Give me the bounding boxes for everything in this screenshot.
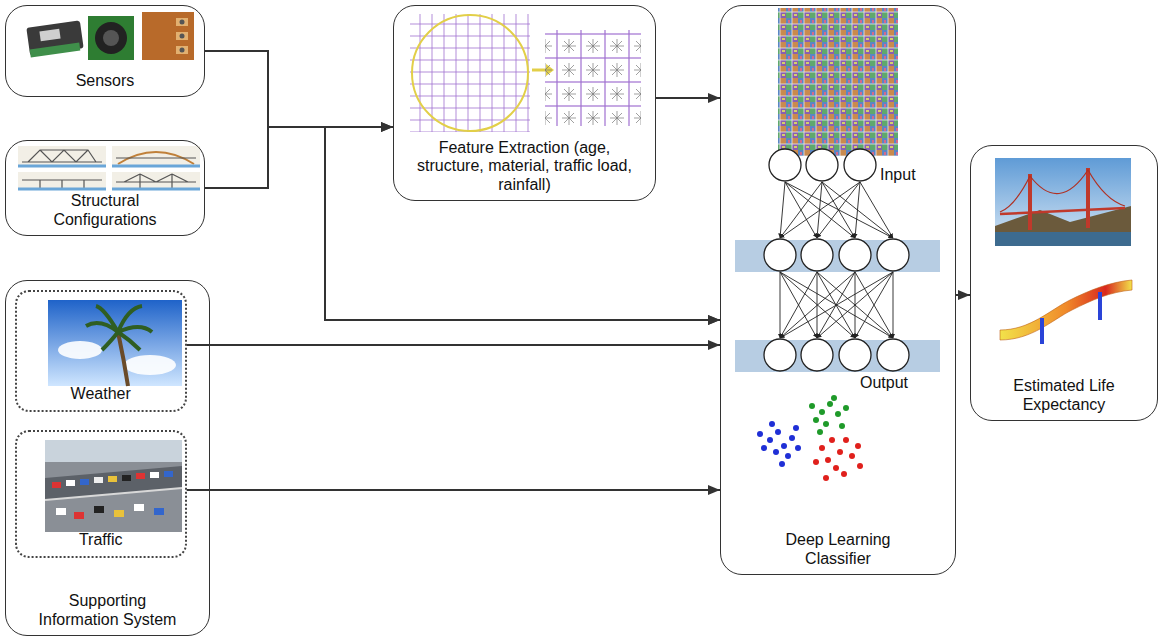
text-block: Supporting Information System xyxy=(28,592,188,629)
bridge-photo xyxy=(995,158,1131,246)
dotted-box: Traffic xyxy=(15,430,187,558)
box-label: Structural Configurations xyxy=(40,192,170,229)
sensor-devices xyxy=(26,12,194,60)
text-block: Traffic xyxy=(79,531,123,549)
box-label: Traffic xyxy=(79,531,123,549)
layer-label: Output xyxy=(860,374,908,392)
box-label: Deep Learning Classifier xyxy=(773,531,903,568)
box-label: Supporting Information System xyxy=(28,592,188,629)
feature-grid xyxy=(410,14,641,132)
arrow-connector xyxy=(205,127,393,188)
box-label: Weather xyxy=(71,385,131,403)
dotted-box: Weather xyxy=(15,290,187,412)
text-block: Estimated Life Expectancy xyxy=(999,377,1129,414)
rounded-box: Feature Extraction (age, structure, mate… xyxy=(393,5,656,201)
rounded-box: Sensors xyxy=(5,5,205,97)
rounded-box: Estimated Life Expectancy xyxy=(970,145,1158,421)
text-block: Feature Extraction (age, structure, mate… xyxy=(417,139,632,194)
rounded-box: Deep Learning Classifier xyxy=(720,5,956,575)
box-label: Estimated Life Expectancy xyxy=(999,377,1129,414)
arrow-connector xyxy=(656,97,720,99)
box-label: Sensors xyxy=(76,72,135,90)
bridge-sketches xyxy=(18,146,200,190)
text-block: Structural Configurations xyxy=(40,192,170,229)
rounded-box: Structural Configurations xyxy=(5,140,205,236)
layer-label: Input xyxy=(880,166,916,184)
text-block: Sensors xyxy=(76,72,135,90)
arrow-connector xyxy=(205,51,720,320)
rounded-box: WeatherTrafficSupporting Information Sys… xyxy=(5,280,210,636)
arrow-connector xyxy=(205,51,393,127)
text-block: Weather xyxy=(71,385,131,403)
text-block: Deep Learning Classifier xyxy=(773,531,903,568)
traffic-photo xyxy=(45,440,182,532)
box-label: Feature Extraction (age, structure, mate… xyxy=(417,139,632,194)
arrow-connector xyxy=(187,344,720,346)
arrow-connector xyxy=(187,489,720,491)
arrow-connector xyxy=(956,294,970,296)
beam-deformation xyxy=(1000,280,1132,344)
weather-photo xyxy=(48,300,182,386)
arrow-connector xyxy=(205,127,720,320)
neural-network xyxy=(735,8,940,372)
cluster-scatter xyxy=(757,395,863,481)
